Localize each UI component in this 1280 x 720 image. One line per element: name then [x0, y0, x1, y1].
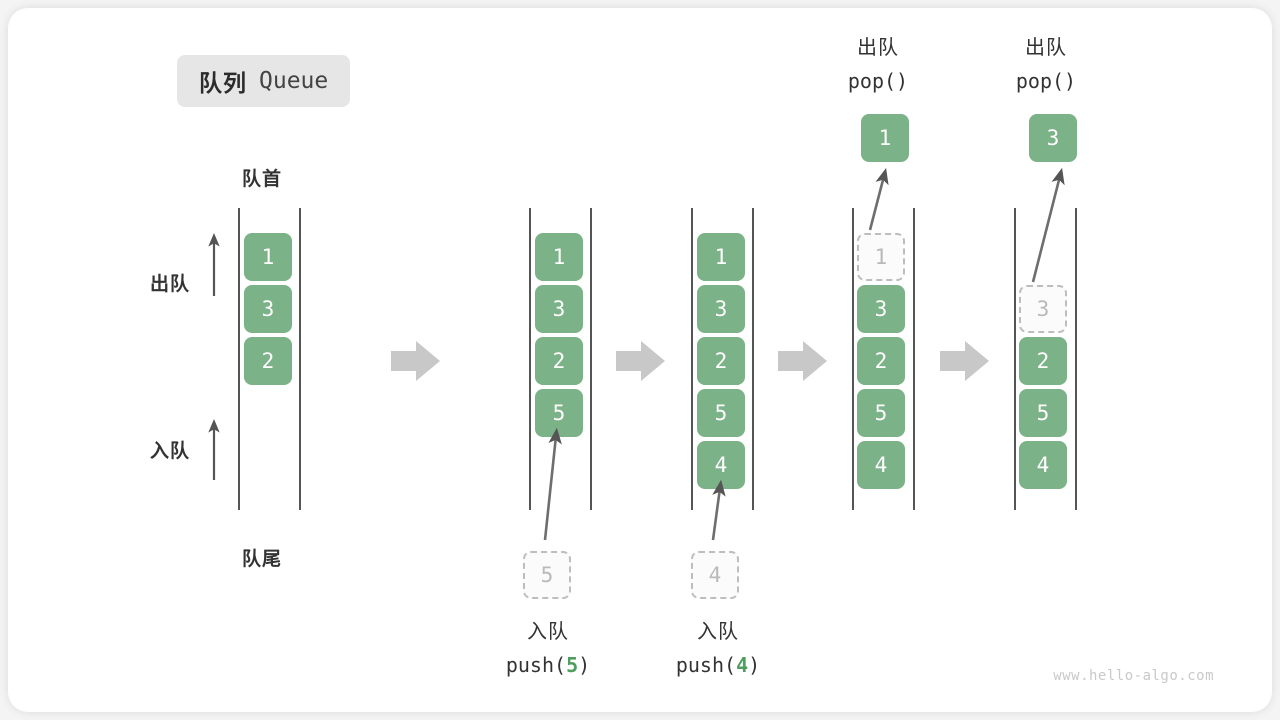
col-5-cell-1: 2 [1019, 337, 1067, 385]
col-3-cell-4: 4 [697, 441, 745, 489]
enqueue-direction-label: 入队 [150, 441, 191, 462]
col-2-cell-1: 3 [535, 285, 583, 333]
col-3-cell-3: 5 [697, 389, 745, 437]
col-4-rail-right [913, 208, 915, 510]
step-arrow-4 [940, 341, 989, 381]
push-4-caption: 入队 push(4) [633, 616, 803, 682]
col-2-cell-2: 2 [535, 337, 583, 385]
col-1-rail-left [238, 208, 240, 510]
push-4-caption-code: push(4) [675, 653, 761, 677]
pop-1-caption-cn: 出队 [857, 37, 899, 59]
pop-3-caption: 出队 pop() [986, 32, 1106, 98]
col-5-cell-2: 5 [1019, 389, 1067, 437]
push-4-arrow [711, 479, 726, 541]
col-4-cell-4: 4 [857, 441, 905, 489]
watermark: www.hello-algo.com [1053, 668, 1214, 684]
pop-1-caption-code: pop() [847, 69, 909, 93]
col-1-cell-1: 3 [244, 285, 292, 333]
col-3-cell-1: 3 [697, 285, 745, 333]
col-3-rail-right [752, 208, 754, 510]
col-3-cell-2: 2 [697, 337, 745, 385]
queue-head-label: 队首 [242, 169, 283, 190]
push-5-ghost-cell: 5 [523, 551, 571, 599]
col-5-rail-left [1014, 208, 1016, 510]
push-5-arrow [543, 427, 562, 541]
push-5-caption: 入队 push(5) [463, 616, 633, 682]
col-4-rail-left [852, 208, 854, 510]
col-4-cell-1: 3 [857, 285, 905, 333]
col-4-cell-0: 1 [857, 233, 905, 281]
col-3-cell-0: 1 [697, 233, 745, 281]
col-4-cell-3: 5 [857, 389, 905, 437]
col-1-rail-right [299, 208, 301, 510]
dequeue-direction-label: 出队 [150, 274, 191, 295]
title-chinese: 队列 [199, 70, 247, 96]
pop-3-arrow [1031, 167, 1065, 283]
title-english: Queue [259, 68, 329, 94]
pop-1-result-cell: 1 [861, 114, 909, 162]
col-4-cell-2: 2 [857, 337, 905, 385]
title-badge: 队列 Queue [177, 55, 351, 107]
step-arrow-2 [616, 341, 665, 381]
col-1-cell-2: 2 [244, 337, 292, 385]
push-4-caption-cn: 入队 [697, 621, 739, 643]
step-arrow-1 [391, 341, 440, 381]
push-5-caption-code: push(5) [505, 653, 591, 677]
arrows-overlay [208, 167, 1065, 541]
push-4-value: 4 [736, 653, 749, 677]
queue-tail-label: 队尾 [242, 549, 283, 570]
pop-3-caption-cn: 出队 [1025, 37, 1067, 59]
col-2-cell-3: 5 [535, 389, 583, 437]
push-5-value: 5 [566, 653, 579, 677]
col-1-cell-0: 1 [244, 233, 292, 281]
col-5-cell-3: 4 [1019, 441, 1067, 489]
pop-1-arrow [868, 167, 889, 231]
push-5-caption-cn: 入队 [527, 621, 569, 643]
col-2-rail-left [529, 208, 531, 510]
pop-1-caption: 出队 pop() [818, 32, 938, 98]
pop-3-caption-code: pop() [1015, 69, 1077, 93]
push-4-ghost-cell: 4 [691, 551, 739, 599]
col-2-cell-0: 1 [535, 233, 583, 281]
step-arrow-3 [778, 341, 827, 381]
pop-3-result-cell: 3 [1029, 114, 1077, 162]
diagram-card: 队列 Queue 队首 队尾 出队 入队 出队 pop() 出队 pop() 入… [8, 8, 1272, 712]
col-5-cell-0: 3 [1019, 285, 1067, 333]
col-5-rail-right [1075, 208, 1077, 510]
col-2-rail-right [590, 208, 592, 510]
col-3-rail-left [691, 208, 693, 510]
